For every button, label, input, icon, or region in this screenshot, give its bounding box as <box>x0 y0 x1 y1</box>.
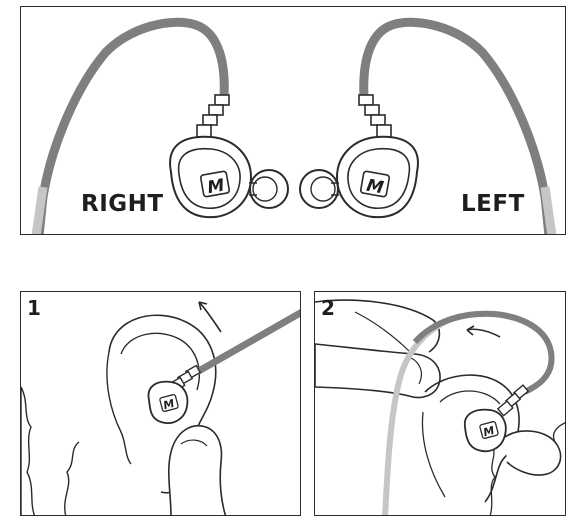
pressing-thumb <box>504 430 562 476</box>
right-ear-tip <box>249 169 289 209</box>
left-cable-tip <box>540 186 557 234</box>
step-2-number: 2 <box>321 296 335 320</box>
left-earphone: M <box>299 135 419 219</box>
right-logo-badge <box>199 170 231 198</box>
right-earphone: M <box>169 135 289 219</box>
earphone-orientation-panel: M RIGHT M LEFT <box>20 6 566 235</box>
left-connector <box>358 94 392 138</box>
step-2-illustration: M 2 <box>315 296 565 515</box>
thumb <box>167 425 227 515</box>
step-1-number: 1 <box>27 296 41 320</box>
step2-cable <box>412 310 555 395</box>
step1-cable <box>195 309 300 376</box>
step2-connector <box>496 384 530 417</box>
left-label: LEFT <box>461 191 525 217</box>
step-1-illustration: M 1 <box>21 296 300 515</box>
step-2-panel: M 2 <box>314 291 566 516</box>
step-1-panel: M 1 <box>20 291 301 516</box>
left-logo-letter: M <box>365 176 385 199</box>
left-cable <box>359 17 554 234</box>
step1-logo-letter: M <box>162 397 176 412</box>
left-logo-badge <box>359 170 391 198</box>
right-logo-letter: M <box>206 176 226 199</box>
step2-logo-letter: M <box>482 424 496 439</box>
right-label: RIGHT <box>81 191 164 217</box>
right-cable <box>34 17 229 234</box>
ear-outline-2 <box>424 374 520 503</box>
hair-left <box>21 386 36 515</box>
rotate-arrow <box>198 301 222 333</box>
left-ear-tip <box>299 169 339 209</box>
earphone-orientation-illustration: M RIGHT M LEFT <box>31 17 557 234</box>
right-connector <box>196 94 230 138</box>
right-cable-tip <box>31 186 48 234</box>
